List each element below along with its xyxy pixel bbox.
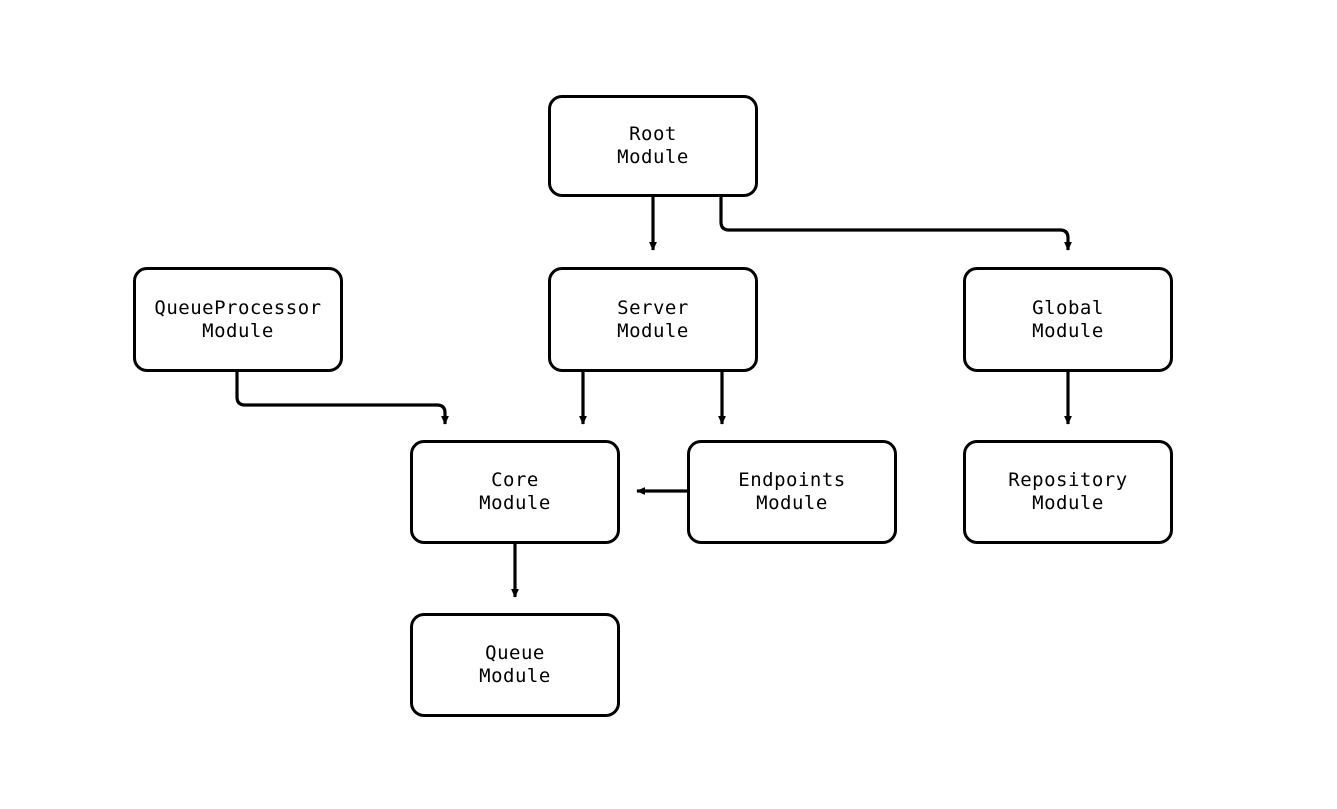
node-server-module-subtitle: Module xyxy=(617,319,689,342)
node-server-module[interactable]: Server Module xyxy=(548,267,758,372)
node-queueprocessor-module-subtitle: Module xyxy=(202,319,274,342)
node-root-module-title: Root xyxy=(629,123,677,145)
node-queueprocessor-module[interactable]: QueueProcessor Module xyxy=(133,267,343,372)
node-queue-module[interactable]: Queue Module xyxy=(410,613,620,717)
node-queueprocessor-module-title: QueueProcessor xyxy=(154,296,322,319)
node-repository-module[interactable]: Repository Module xyxy=(963,440,1173,544)
node-queue-module-subtitle: Module xyxy=(479,665,551,687)
node-endpoints-module-title: Endpoints xyxy=(738,469,846,491)
node-global-module-title: Global xyxy=(1032,296,1104,319)
node-core-module-title: Core xyxy=(491,469,539,491)
node-core-module-subtitle: Module xyxy=(479,492,551,514)
node-repository-module-subtitle: Module xyxy=(1032,492,1104,514)
node-global-module-subtitle: Module xyxy=(1032,319,1104,342)
node-repository-module-title: Repository xyxy=(1008,469,1128,491)
node-root-module-subtitle: Module xyxy=(617,146,689,168)
node-core-module[interactable]: Core Module xyxy=(410,440,620,544)
edge-root-to-global xyxy=(719,197,1072,251)
node-root-module[interactable]: Root Module xyxy=(548,95,758,197)
edge-queueprocessor-to-core xyxy=(235,372,449,425)
node-endpoints-module[interactable]: Endpoints Module xyxy=(687,440,897,544)
node-endpoints-module-subtitle: Module xyxy=(756,492,828,514)
node-queue-module-title: Queue xyxy=(485,642,545,664)
node-global-module[interactable]: Global Module xyxy=(963,267,1173,372)
node-server-module-title: Server xyxy=(617,296,689,319)
